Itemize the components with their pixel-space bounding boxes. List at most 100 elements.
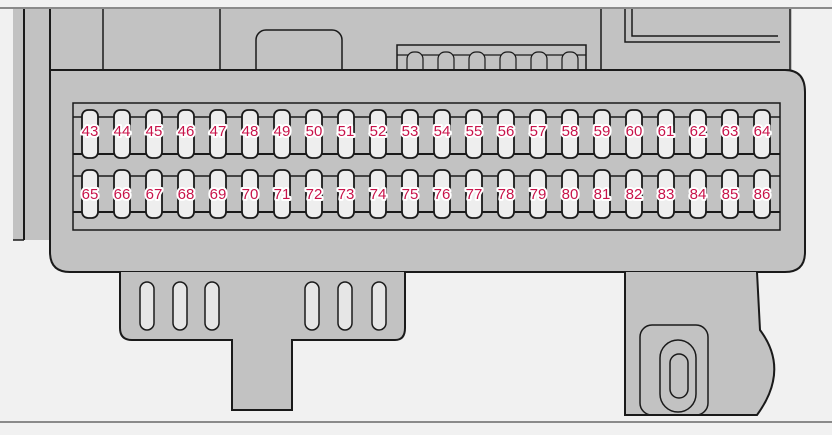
fuse-body — [273, 109, 291, 159]
fuse-69[interactable]: 69 — [208, 169, 228, 219]
fuse-54[interactable]: 54 — [432, 109, 452, 159]
fuse-83[interactable]: 83 — [656, 169, 676, 219]
fuse-body — [657, 169, 675, 219]
fuse-label: 64 — [754, 123, 771, 140]
fuse-body — [753, 109, 771, 159]
fuse-body — [497, 109, 515, 159]
fuse-body — [497, 169, 515, 219]
fuse-51[interactable]: 51 — [336, 109, 356, 159]
fuse-label: 73 — [338, 186, 355, 203]
fuse-body — [625, 109, 643, 159]
fuse-body — [145, 109, 163, 159]
fuse-71[interactable]: 71 — [272, 169, 292, 219]
fuse-86[interactable]: 86 — [752, 169, 772, 219]
fuse-body — [689, 169, 707, 219]
fuse-label: 44 — [114, 123, 131, 140]
fuse-70[interactable]: 70 — [240, 169, 260, 219]
fuse-46[interactable]: 46 — [176, 109, 196, 159]
fuse-body — [241, 109, 259, 159]
fuse-62[interactable]: 62 — [688, 109, 708, 159]
fuse-58[interactable]: 58 — [560, 109, 580, 159]
fuse-43[interactable]: 43 — [80, 109, 100, 159]
fuse-74[interactable]: 74 — [368, 169, 388, 219]
fuse-body — [657, 109, 675, 159]
fuse-body — [369, 109, 387, 159]
fuse-85[interactable]: 85 — [720, 169, 740, 219]
fuse-body — [209, 169, 227, 219]
fuse-47[interactable]: 47 — [208, 109, 228, 159]
fuse-77[interactable]: 77 — [464, 169, 484, 219]
fuse-body — [753, 169, 771, 219]
fuse-57[interactable]: 57 — [528, 109, 548, 159]
fuse-63[interactable]: 63 — [720, 109, 740, 159]
fuse-label: 80 — [562, 186, 579, 203]
fuse-label: 60 — [626, 123, 643, 140]
fuse-73[interactable]: 73 — [336, 169, 356, 219]
fuse-66[interactable]: 66 — [112, 169, 132, 219]
fuse-body — [593, 109, 611, 159]
fuse-label: 50 — [306, 123, 323, 140]
fuse-80[interactable]: 80 — [560, 169, 580, 219]
fuse-label: 65 — [82, 186, 99, 203]
fuse-body — [689, 109, 707, 159]
fuse-53[interactable]: 53 — [400, 109, 420, 159]
fuse-body — [241, 169, 259, 219]
fuse-72[interactable]: 72 — [304, 169, 324, 219]
fuse-67[interactable]: 67 — [144, 169, 164, 219]
vent-slot — [172, 281, 188, 331]
fuse-55[interactable]: 55 — [464, 109, 484, 159]
fuse-label: 82 — [626, 186, 643, 203]
fuse-label: 48 — [242, 123, 259, 140]
fuse-64[interactable]: 64 — [752, 109, 772, 159]
fuse-label: 86 — [754, 186, 771, 203]
fuse-body — [81, 109, 99, 159]
fuse-body — [529, 169, 547, 219]
fuse-75[interactable]: 75 — [400, 169, 420, 219]
fuse-body — [273, 169, 291, 219]
fuse-label: 72 — [306, 186, 323, 203]
fuse-45[interactable]: 45 — [144, 109, 164, 159]
fuse-56[interactable]: 56 — [496, 109, 516, 159]
fuse-84[interactable]: 84 — [688, 169, 708, 219]
fuse-78[interactable]: 78 — [496, 169, 516, 219]
mounting-slot — [659, 339, 697, 413]
fuse-44[interactable]: 44 — [112, 109, 132, 159]
fuse-label: 70 — [242, 186, 259, 203]
fuse-body — [209, 109, 227, 159]
fuse-label: 61 — [658, 123, 675, 140]
fuse-48[interactable]: 48 — [240, 109, 260, 159]
right-post — [624, 271, 776, 416]
fuse-59[interactable]: 59 — [592, 109, 612, 159]
fuse-body — [561, 109, 579, 159]
vent-slot — [371, 281, 387, 331]
fuse-label: 76 — [434, 186, 451, 203]
fuse-50[interactable]: 50 — [304, 109, 324, 159]
fuse-60[interactable]: 60 — [624, 109, 644, 159]
fuse-label: 84 — [690, 186, 707, 203]
fuse-body — [433, 169, 451, 219]
fuse-49[interactable]: 49 — [272, 109, 292, 159]
fuse-label: 46 — [178, 123, 195, 140]
fuse-label: 74 — [370, 186, 387, 203]
fuse-82[interactable]: 82 — [624, 169, 644, 219]
fuse-79[interactable]: 79 — [528, 169, 548, 219]
fuse-label: 77 — [466, 186, 483, 203]
fuse-81[interactable]: 81 — [592, 169, 612, 219]
fuse-76[interactable]: 76 — [432, 169, 452, 219]
fuse-label: 68 — [178, 186, 195, 203]
fuse-label: 81 — [594, 186, 611, 203]
fuse-68[interactable]: 68 — [176, 169, 196, 219]
fuse-label: 45 — [146, 123, 163, 140]
fuse-body — [81, 169, 99, 219]
fuse-body — [113, 169, 131, 219]
fuse-61[interactable]: 61 — [656, 109, 676, 159]
fuse-body — [593, 169, 611, 219]
fuse-body — [113, 109, 131, 159]
fuse-label: 71 — [274, 186, 291, 203]
fuse-65[interactable]: 65 — [80, 169, 100, 219]
fuse-body — [305, 169, 323, 219]
fuse-52[interactable]: 52 — [368, 109, 388, 159]
fuse-label: 62 — [690, 123, 707, 140]
fuse-label: 52 — [370, 123, 387, 140]
